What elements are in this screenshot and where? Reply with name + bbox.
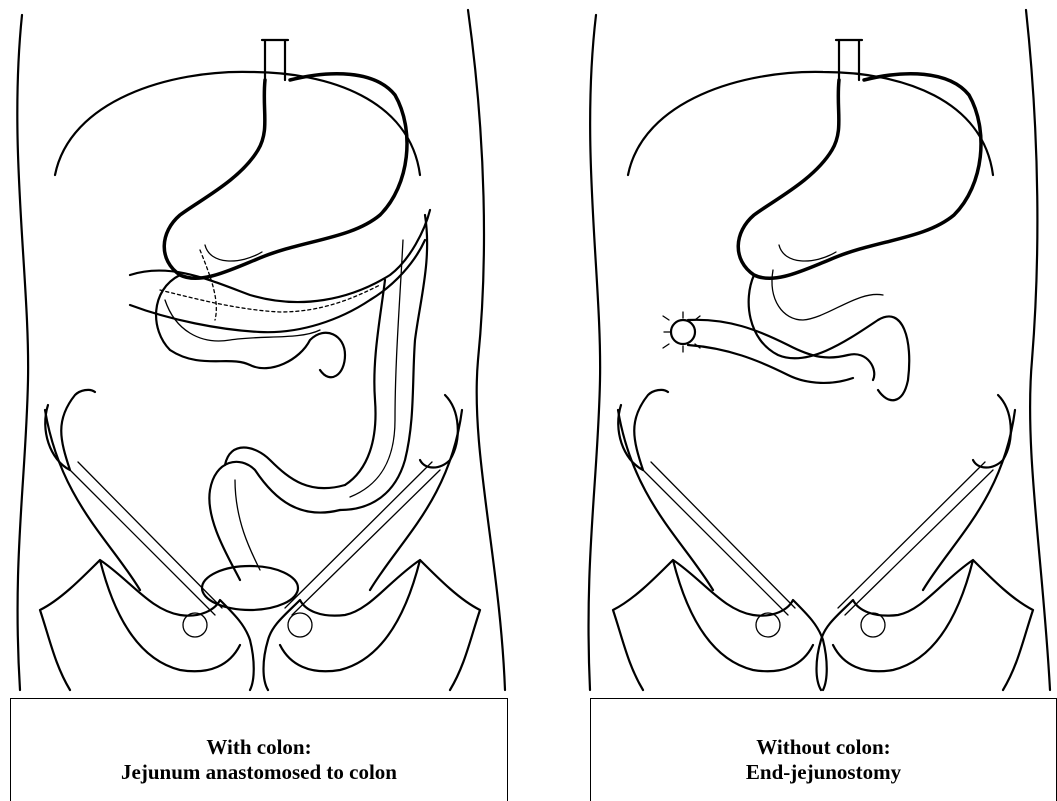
panel-with-colon: With colon: Jejunum anastomosed to colon [0,0,528,801]
body-outline-right [1026,10,1050,690]
body-outline-right [468,10,505,690]
bladder [202,566,298,610]
caption-with-colon: With colon: Jejunum anastomosed to colon [10,698,508,801]
diaphragm [55,72,420,175]
pelvis-left-wing [45,390,95,470]
pelvis-right [817,560,1034,690]
diaphragm [628,72,993,175]
caption-title: With colon: [11,735,507,760]
esophagus [262,40,288,80]
anatomy-illustration-with-colon [0,0,528,700]
pelvis-left-wing [618,390,668,470]
sigmoid-colon [209,462,340,580]
pelvis-right [264,560,481,690]
stomach [738,74,981,279]
caption-title: Without colon: [591,735,1056,760]
panel-without-colon: Without colon: End-jejunostomy [528,0,1057,801]
stomach [164,74,407,279]
body-outline-left [589,15,601,690]
caption-subtitle: Jejunum anastomosed to colon [11,760,507,785]
caption-subtitle: End-jejunostomy [591,760,1056,785]
small-bowel [156,275,345,377]
pelvis-left [613,560,827,690]
body-outline-left [17,15,28,690]
anatomy-illustration-without-colon [528,0,1057,700]
stoma [671,320,695,344]
pelvis-left [40,560,254,690]
caption-without-colon: Without colon: End-jejunostomy [590,698,1057,801]
